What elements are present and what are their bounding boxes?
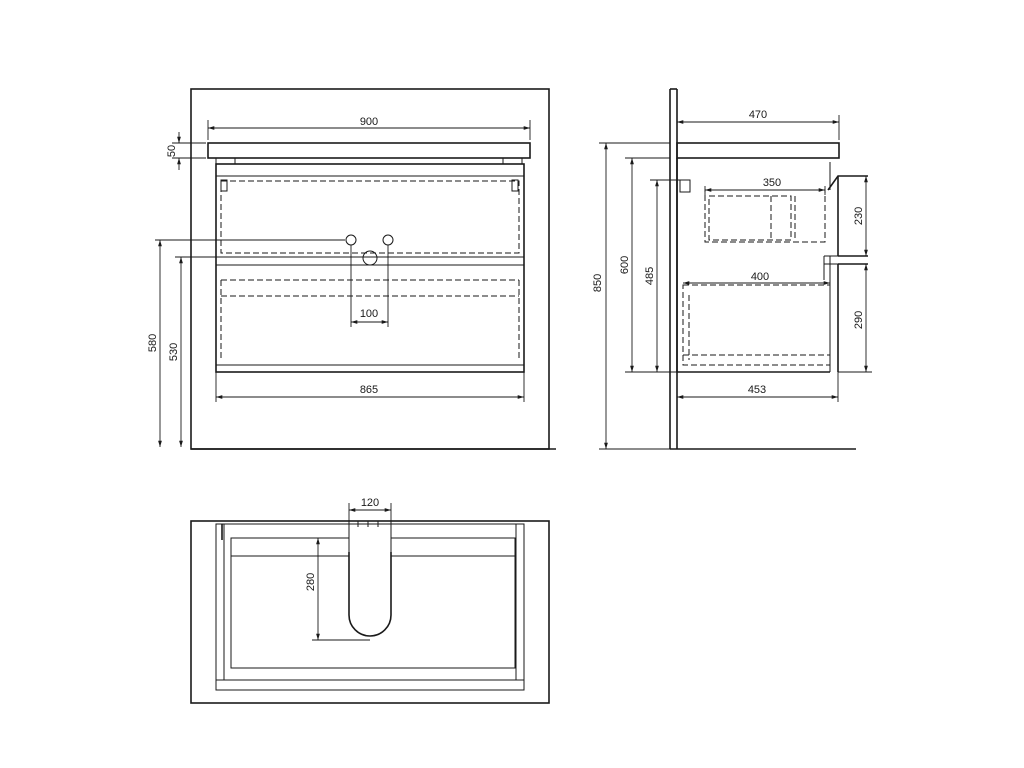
dim-front-width: 900 (360, 116, 378, 128)
upper-drawer-front (827, 175, 868, 191)
dim-inner-width: 865 (360, 384, 378, 396)
dim-pipe-spacing: 100 (360, 308, 378, 320)
side-upper-drawer-hidden (704, 189, 826, 243)
bracket-right (511, 179, 519, 192)
dim-cutout-width: 120 (361, 497, 379, 509)
front-countertop (207, 142, 531, 159)
dim-upper-drawer-height: 230 (853, 207, 865, 225)
dim-total-height: 850 (592, 274, 604, 292)
bracket-left (220, 179, 228, 192)
front-upper-drawer-hidden (220, 180, 520, 254)
dim-bottom-depth: 453 (748, 384, 766, 396)
dim-cutout-depth: 280 (305, 573, 317, 591)
drain-hole (362, 250, 378, 266)
side-countertop (676, 142, 840, 159)
front-view: 900 50 580 530 100 865 (147, 88, 556, 450)
dim-drain-height-right: 530 (168, 343, 180, 361)
pipe-hole-right (382, 234, 394, 246)
pipe-hole-left (345, 234, 357, 246)
top-outer-outline (190, 520, 550, 704)
dim-lower-drawer-depth: 400 (751, 271, 769, 283)
dim-upper-drawer-depth: 350 (763, 177, 781, 189)
dim-lower-drawer-height: 290 (853, 311, 865, 329)
side-view: 470 850 600 485 350 400 453 230 290 (592, 88, 872, 450)
dim-inner-height: 485 (644, 267, 656, 285)
siphon-cutout (348, 552, 392, 637)
front-cabinet-body (215, 163, 525, 373)
dim-side-depth-top: 470 (749, 109, 767, 121)
dim-top-thickness: 50 (166, 145, 178, 157)
side-lower-drawer-hidden (682, 284, 831, 366)
side-bracket (679, 179, 691, 193)
top-view: 120 280 (190, 497, 550, 704)
dim-body-height: 600 (619, 256, 631, 274)
dim-drain-height-left: 580 (147, 334, 159, 352)
